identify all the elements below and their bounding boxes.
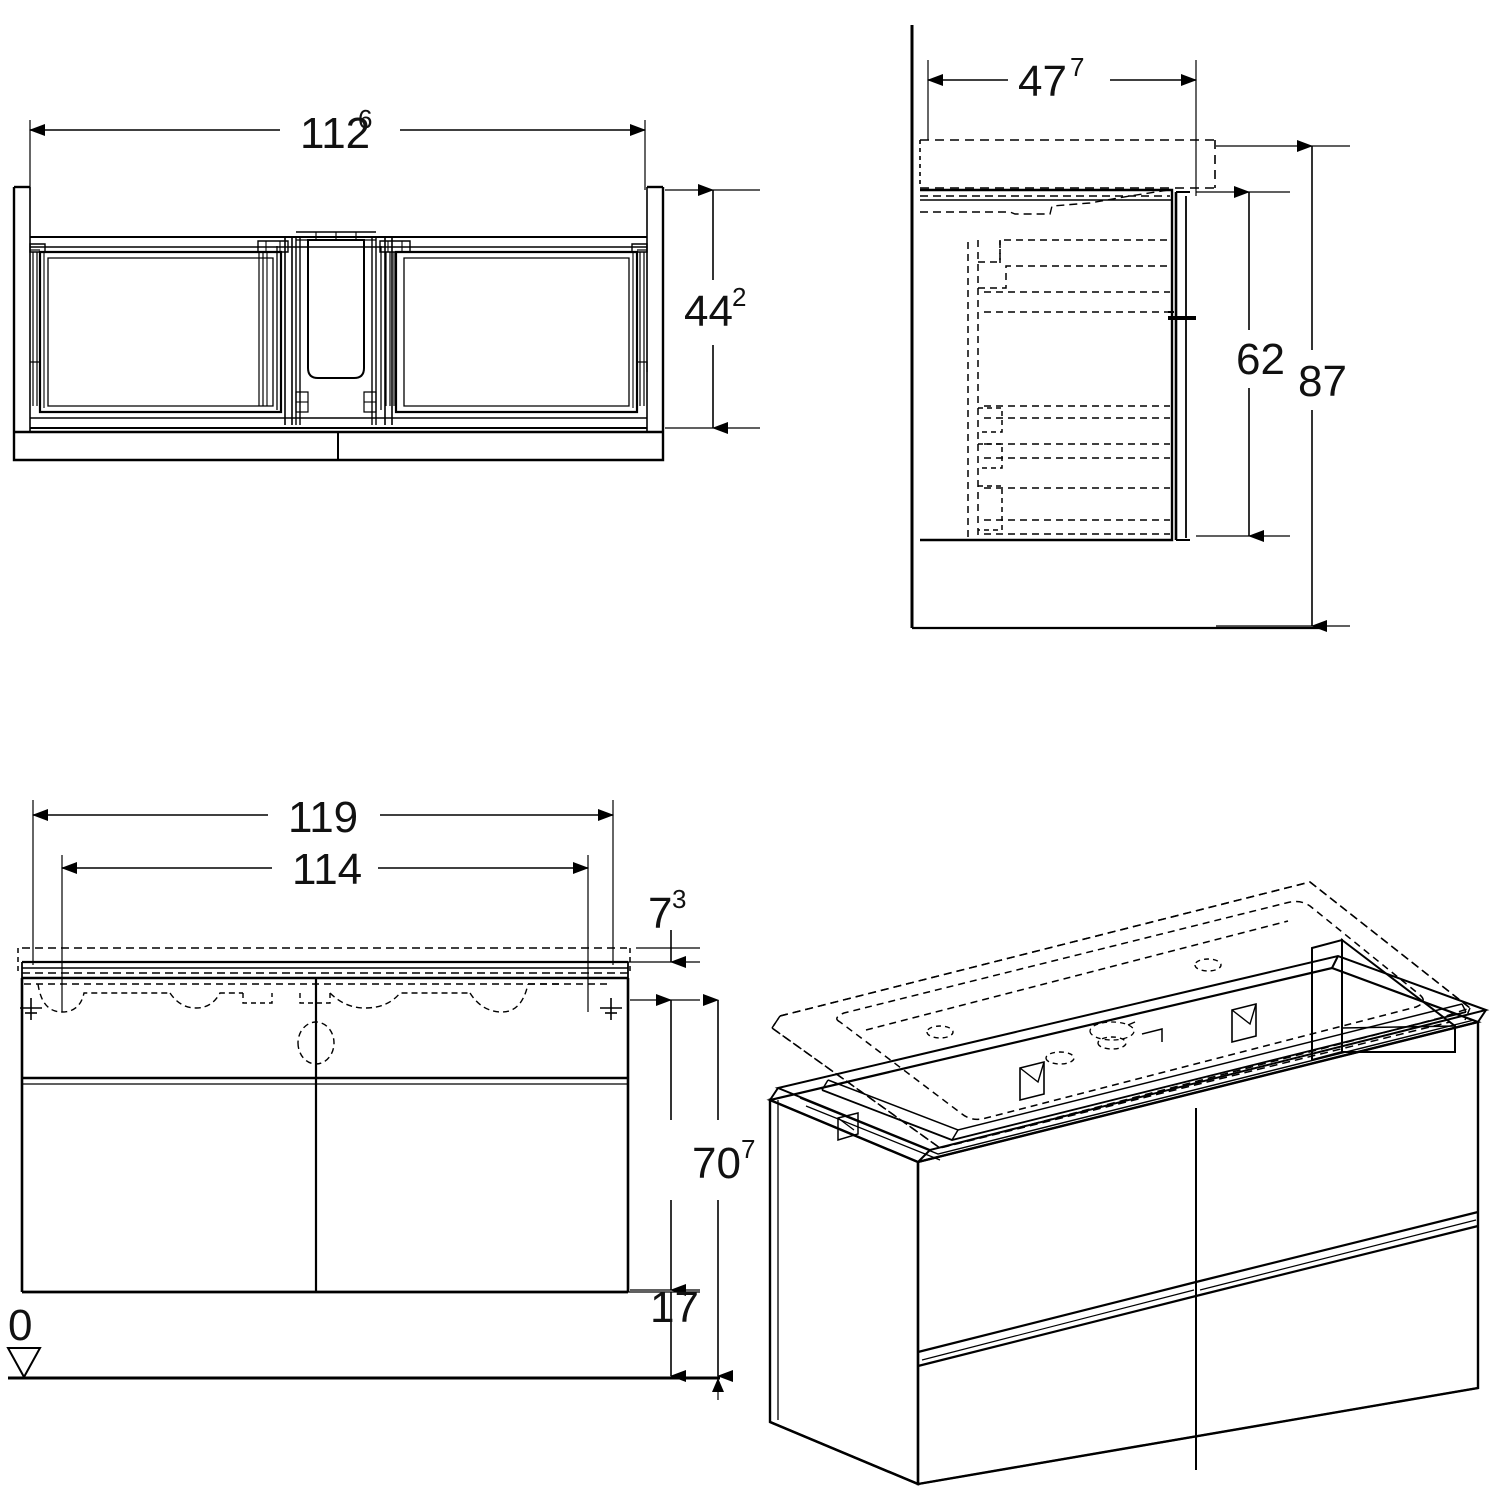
elevation-floor-clearance-value: 17 bbox=[650, 1283, 699, 1332]
elevation-basin-thickness-dimension bbox=[628, 930, 700, 968]
section-total-height-dimension bbox=[1216, 140, 1350, 632]
elevation-datum-label: 0 bbox=[8, 1301, 32, 1350]
plan-width-sup: 6 bbox=[358, 104, 372, 134]
elevation-basin-width-dimension bbox=[32, 800, 614, 965]
elevation-basin-width-label: 119 bbox=[288, 793, 358, 842]
elevation-basin-width-value: 119 bbox=[288, 793, 358, 842]
section-cabinet-height-label: 62 bbox=[1236, 335, 1285, 384]
elevation-cabinet-height-value: 70 bbox=[692, 1139, 741, 1188]
elevation-basin-thickness-value: 7 bbox=[648, 889, 672, 938]
section-total-height-value: 87 bbox=[1298, 357, 1347, 406]
elevation-cabinet-height-dimension bbox=[630, 994, 700, 1296]
section-depth-value: 47 bbox=[1018, 57, 1067, 106]
section-cabinet-height-value: 62 bbox=[1236, 335, 1285, 384]
elevation-view-geometry bbox=[6, 947, 720, 1380]
elevation-basin-thickness-label: 7 3 bbox=[648, 884, 686, 938]
elevation-basin-thickness-sup: 3 bbox=[672, 884, 686, 914]
plan-view-geometry bbox=[12, 185, 665, 462]
elevation-floor-clearance-label: 17 bbox=[650, 1283, 699, 1332]
section-total-height-label: 87 bbox=[1298, 357, 1347, 406]
elevation-cabinet-height-label: 70 7 bbox=[692, 1134, 755, 1188]
section-depth-dimension bbox=[927, 60, 1197, 196]
plan-depth-dimension bbox=[665, 184, 760, 434]
elevation-cabinet-width-value: 114 bbox=[292, 845, 362, 894]
section-cabinet-height-dimension bbox=[1196, 186, 1290, 542]
section-depth-label: 47 7 bbox=[1018, 52, 1084, 106]
plan-depth-sup: 2 bbox=[732, 282, 746, 312]
section-depth-sup: 7 bbox=[1070, 52, 1084, 82]
plan-width-value: 112 bbox=[300, 109, 370, 158]
elevation-cabinet-width-dimension bbox=[61, 855, 589, 1012]
plan-depth-value: 44 bbox=[684, 287, 733, 336]
datum-value: 0 bbox=[8, 1301, 32, 1350]
plan-width-label: 112 6 bbox=[300, 104, 372, 158]
elevation-cabinet-height-sup: 7 bbox=[741, 1134, 755, 1164]
plan-depth-label: 44 2 bbox=[684, 282, 746, 336]
elevation-overall-dimension bbox=[703, 994, 733, 1400]
plan-width-dimension bbox=[29, 120, 646, 190]
section-view-geometry bbox=[910, 25, 1320, 630]
elevation-cabinet-width-label: 114 bbox=[292, 845, 362, 894]
elevation-floor-clearance-dimension bbox=[628, 1291, 700, 1382]
isometric-view-geometry bbox=[766, 881, 1490, 1486]
